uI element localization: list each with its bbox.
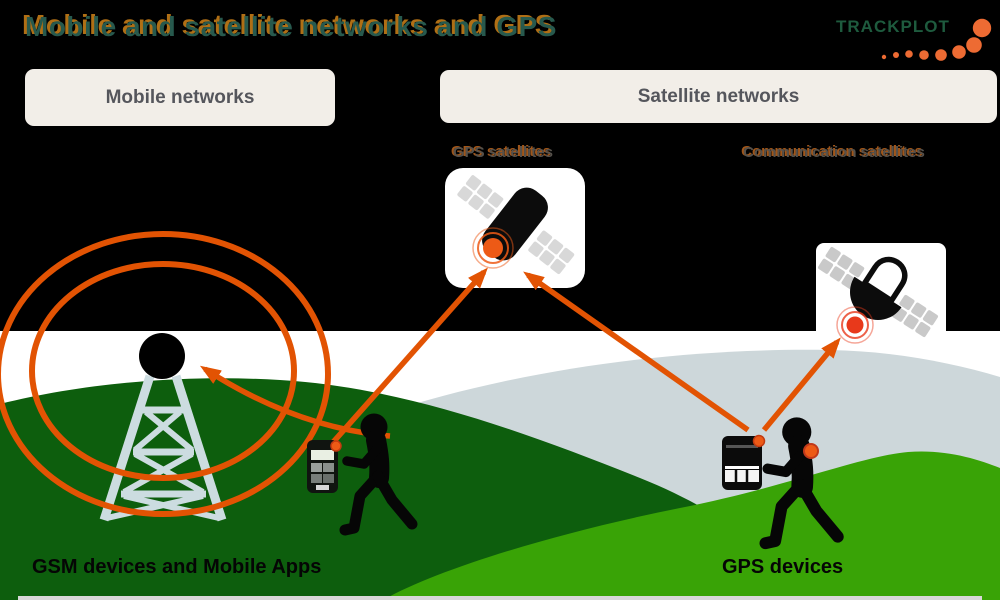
- mobile-networks-header: Mobile networks: [25, 69, 335, 126]
- gsm-devices-label: GSM devices and Mobile Apps: [32, 556, 322, 578]
- radio-tower-icon: [99, 374, 227, 522]
- satellite-networks-label: Satellite networks: [637, 85, 800, 107]
- brand-dots-icon: [881, 18, 992, 61]
- communication-satellite-icon: [816, 243, 946, 344]
- arrow-phone-to-gps-satellite: [309, 267, 488, 468]
- signal-waves-icon: [0, 231, 331, 517]
- gps-devices-label: GPS devices: [722, 556, 844, 578]
- arrow-tracker-to-comm-satellite: [761, 337, 841, 432]
- page-title: Mobile and satellite networks and GPS: [25, 11, 557, 42]
- gps-tracker-icon: [722, 434, 766, 490]
- shoulder-tracker-dot: [803, 443, 819, 459]
- bright-green-hill: [383, 451, 1000, 600]
- satellite-networks-header: Satellite networks: [440, 70, 997, 123]
- communication-satellites-label: Communication satellites: [743, 144, 925, 161]
- tower-beacon: [139, 333, 185, 379]
- arrow-tracker-to-gps-satellite: [523, 271, 750, 433]
- gps-satellites-label: GPS satellites: [452, 144, 554, 161]
- bottom-edge-strip: [18, 596, 982, 600]
- brand-logo-text: TRACKPLOT: [836, 17, 950, 36]
- mobile-networks-label: Mobile networks: [105, 86, 255, 108]
- gps-satellite-icon: [445, 168, 585, 288]
- mobile-phone-icon: [307, 440, 342, 493]
